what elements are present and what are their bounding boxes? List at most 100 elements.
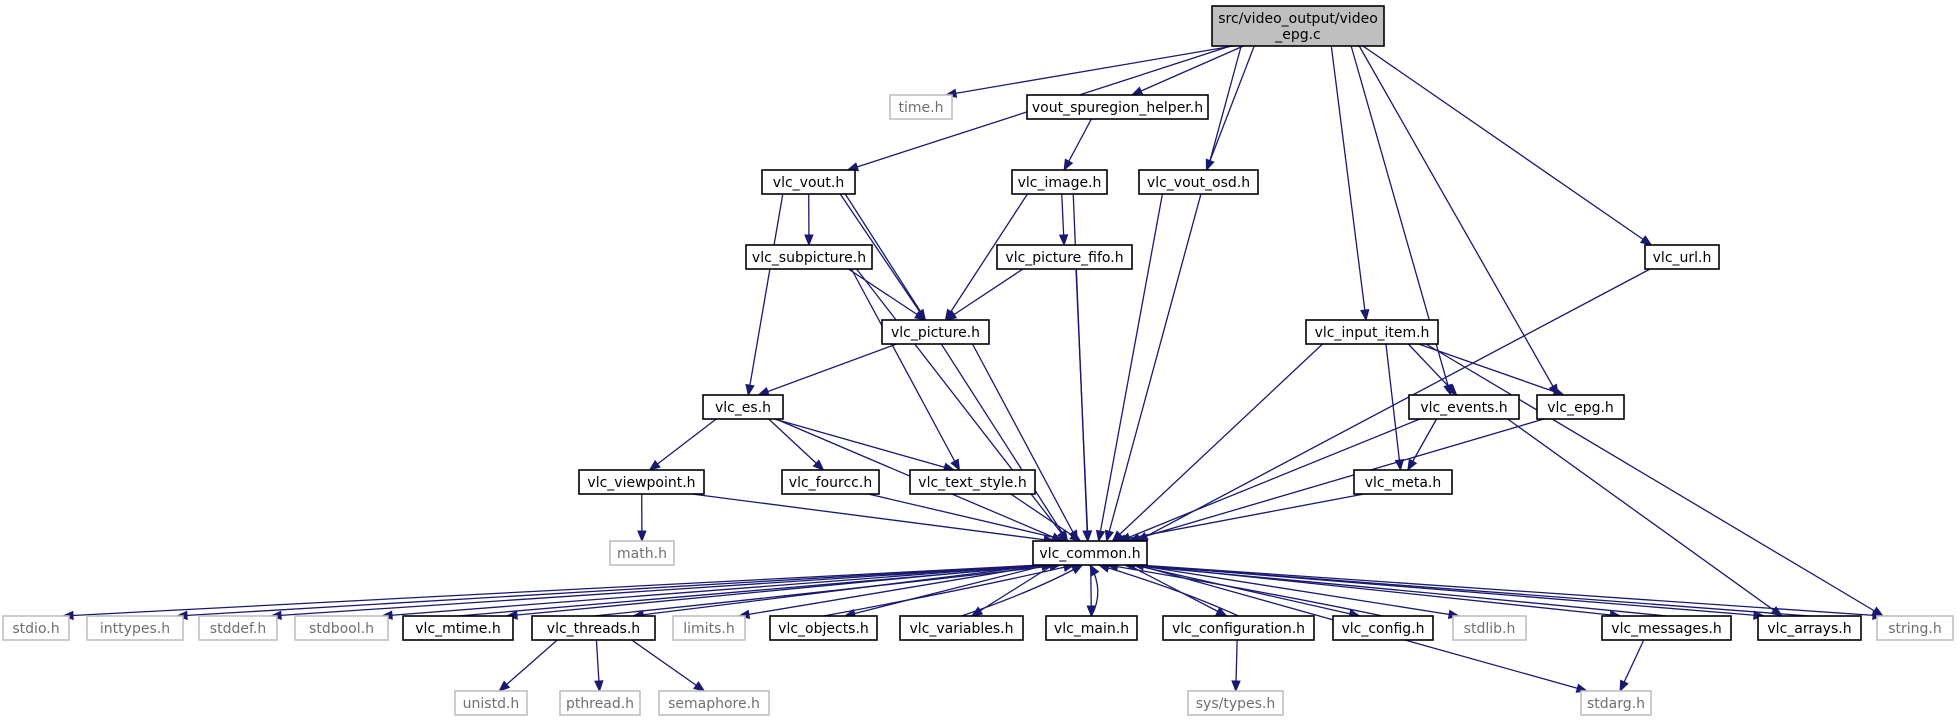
node-label-vlc_epg: vlc_epg.h [1547, 400, 1614, 416]
edge-vlc_vout_osd-to-vlc_common [1098, 193, 1164, 542]
node-vlc_main[interactable]: vlc_main.h [1045, 615, 1138, 641]
node-math: math.h [609, 540, 675, 566]
edge-vlc_common-to-inttypes [176, 564, 1041, 617]
node-label-vlc_url: vlc_url.h [1653, 250, 1712, 266]
node-label-vlc_es: vlc_es.h [715, 400, 771, 416]
node-vlc_configuration[interactable]: vlc_configuration.h [1162, 615, 1315, 641]
node-label-vlc_text_style: vlc_text_style.h [918, 475, 1026, 491]
node-label-vlc_common: vlc_common.h [1039, 546, 1140, 562]
node-vlc_es[interactable]: vlc_es.h [702, 394, 784, 420]
arrowhead-vout_spu-to-vlc_image [1063, 158, 1074, 172]
node-vlc_messages[interactable]: vlc_messages.h [1601, 615, 1732, 641]
nodes-layer: src/video_output/video_epg.c time.h vout_s… [2, 5, 1954, 716]
node-pthread: pthread.h [559, 690, 641, 716]
node-box-vlc_arrays [1757, 615, 1862, 641]
node-vlc_vout[interactable]: vlc_vout.h [761, 169, 856, 195]
node-vlc_common[interactable]: vlc_common.h [1032, 540, 1148, 566]
edge-root-to-vout_spu [1131, 45, 1244, 96]
arrowhead-vlc_configuration-to-sys_types [1231, 680, 1241, 693]
node-vlc_picture[interactable]: vlc_picture.h [881, 319, 990, 345]
node-vlc_image[interactable]: vlc_image.h [1011, 169, 1108, 195]
node-vlc_picture_fifo[interactable]: vlc_picture_fifo.h [996, 244, 1133, 270]
node-vlc_threads[interactable]: vlc_threads.h [531, 615, 656, 641]
edge-vlc_arrays-to-vlc_common [1133, 564, 1810, 617]
node-label-string: string.h [1888, 621, 1942, 637]
node-label-time: time.h [899, 100, 944, 116]
edge-vlc_threads-to-unistd [498, 639, 558, 692]
node-box-vlc_mtime [402, 615, 514, 641]
node-box-vlc_main [1045, 615, 1138, 641]
arrowhead-vlc_subpicture-to-vlc_picture [914, 310, 927, 321]
node-root[interactable]: src/video_output/video_epg.c [1211, 5, 1385, 47]
node-vlc_fourcc[interactable]: vlc_fourcc.h [781, 469, 880, 495]
edge-vlc_picture_fifo-to-vlc_picture [945, 268, 1024, 321]
node-box-vlc_viewpoint [578, 469, 705, 495]
node-label-vlc_picture_fifo: vlc_picture_fifo.h [1005, 250, 1123, 266]
edge-vlc_picture_fifo-to-vlc_common [1075, 268, 1089, 542]
arrowhead-vlc_variables-to-vlc_common [1070, 564, 1084, 575]
edge-vlc_input_item-to-vlc_epg [1418, 343, 1565, 396]
node-label-vlc_vout_osd: vlc_vout_osd.h [1147, 175, 1250, 191]
node-label-stdbool: stdbool.h [309, 621, 374, 637]
node-vlc_vout_osd[interactable]: vlc_vout_osd.h [1138, 169, 1259, 195]
edge-root-to-vlc_url [1362, 45, 1652, 246]
node-box-vlc_vout_osd [1138, 169, 1259, 195]
node-label-math: math.h [617, 546, 667, 562]
edge-vlc_subpicture-to-vlc_common [856, 268, 1069, 542]
node-vlc_subpicture[interactable]: vlc_subpicture.h [745, 244, 873, 270]
edge-vlc_events-to-vlc_arrays [1507, 418, 1783, 617]
node-vlc_objects[interactable]: vlc_objects.h [769, 615, 878, 641]
node-vlc_variables[interactable]: vlc_variables.h [899, 615, 1024, 641]
node-box-vlc_picture_fifo [996, 244, 1133, 270]
edge-vlc_common-to-stddef [270, 564, 1042, 617]
arrowhead-vlc_threads-to-unistd [498, 680, 511, 692]
edges-layer [61, 45, 1885, 693]
node-vlc_epg[interactable]: vlc_epg.h [1536, 394, 1625, 420]
node-box-semaphore [658, 690, 770, 716]
node-vlc_text_style[interactable]: vlc_text_style.h [909, 469, 1036, 495]
arrowhead-vlc_text_style-to-vlc_common [1069, 531, 1082, 542]
node-vlc_events[interactable]: vlc_events.h [1408, 394, 1520, 420]
node-vlc_config[interactable]: vlc_config.h [1332, 615, 1434, 641]
node-vlc_meta[interactable]: vlc_meta.h [1353, 469, 1453, 495]
node-label-vlc_main: vlc_main.h [1054, 621, 1129, 637]
arrowhead-vlc_threads-to-pthread [594, 680, 604, 693]
node-vlc_input_item[interactable]: vlc_input_item.h [1305, 319, 1439, 345]
node-box-vlc_epg [1536, 394, 1625, 420]
node-vlc_mtime[interactable]: vlc_mtime.h [402, 615, 514, 641]
node-label-vlc_subpicture: vlc_subpicture.h [752, 250, 866, 266]
node-stdio: stdio.h [2, 615, 70, 641]
arrowhead-vlc_threads-to-semaphore [693, 681, 706, 692]
node-stdarg: stdarg.h [1580, 690, 1652, 716]
node-box-sys_types [1187, 690, 1284, 716]
edge-root-to-time [945, 45, 1234, 96]
node-stdlib: stdlib.h [1452, 615, 1527, 641]
arrowhead-vlc_es-to-vlc_viewpoint [648, 459, 661, 471]
node-box-vlc_common [1032, 540, 1148, 566]
arrowhead-vlc_es-to-vlc_fourcc [812, 459, 825, 471]
arrowhead-vlc_picture_fifo-to-vlc_picture [944, 310, 958, 321]
edge-vlc_es-to-vlc_fourcc [768, 418, 824, 471]
node-box-vlc_vout [761, 169, 856, 195]
node-label-unistd: unistd.h [463, 696, 520, 712]
edge-vlc_input_item-to-vlc_meta [1385, 343, 1402, 471]
node-box-vlc_input_item [1305, 319, 1439, 345]
node-vlc_url[interactable]: vlc_url.h [1644, 244, 1720, 270]
node-label-stdio: stdio.h [12, 621, 59, 637]
arrowhead-root-to-vlc_input_item [1360, 308, 1370, 322]
node-label-vlc_viewpoint: vlc_viewpoint.h [587, 475, 695, 491]
edge-vlc_vout-to-vlc_picture [839, 193, 926, 321]
edge-root-to-vlc_vout_osd [1205, 45, 1255, 171]
node-label-vlc_vout: vlc_vout.h [773, 175, 844, 191]
node-semaphore: semaphore.h [658, 690, 770, 716]
node-label-pthread: pthread.h [566, 696, 634, 712]
node-vlc_viewpoint[interactable]: vlc_viewpoint.h [578, 469, 705, 495]
node-vout_spu[interactable]: vout_spuregion_helper.h [1026, 94, 1209, 120]
edge-vlc_viewpoint-to-vlc_common [691, 493, 1055, 542]
node-vlc_arrays[interactable]: vlc_arrays.h [1757, 615, 1862, 641]
node-label-vlc_arrays: vlc_arrays.h [1767, 621, 1851, 637]
node-label-vout_spu: vout_spuregion_helper.h [1032, 100, 1203, 116]
edge-vlc_image-to-vlc_picture [944, 193, 1029, 321]
edge-vlc_common-to-vlc_objects [844, 564, 1047, 617]
